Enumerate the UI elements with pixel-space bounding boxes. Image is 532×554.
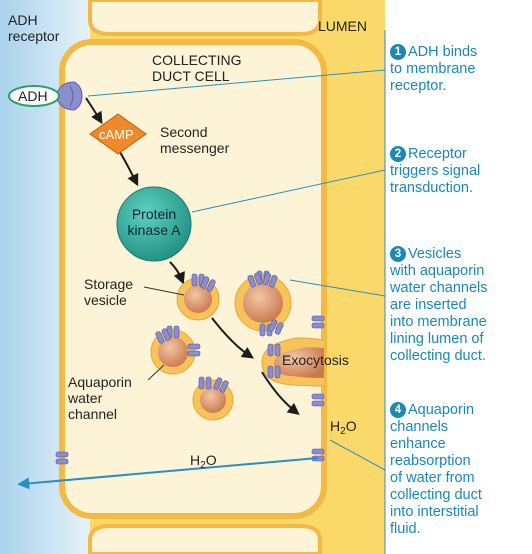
leader-step-3 bbox=[289, 279, 386, 297]
arrow-receptor-to-camp bbox=[85, 97, 103, 125]
vesicle-upper-right bbox=[234, 274, 292, 332]
protein-kinase-a-label: Protein kinase A bbox=[127, 206, 181, 238]
aquaporin-channel bbox=[311, 315, 325, 329]
aquaporin-channel bbox=[155, 328, 171, 344]
step-1-text: ADH binds to membrane receptor. bbox=[390, 44, 478, 94]
aquaporin-channel bbox=[55, 451, 69, 465]
aquaporin-channel bbox=[187, 343, 201, 357]
lower-cell-fragment bbox=[88, 524, 322, 554]
aquaporin-channel bbox=[311, 393, 325, 407]
arrow-vesicle-to-exocytosis bbox=[211, 317, 254, 359]
aquaporin-channel bbox=[200, 276, 216, 292]
h2o-label-lumen: H2O bbox=[330, 418, 357, 437]
lumen-label: LUMEN bbox=[318, 18, 368, 34]
exocytosis-label: Exocytosis bbox=[282, 352, 349, 368]
aquaporin-channel bbox=[268, 319, 284, 335]
step-1-number-badge: 1 bbox=[390, 44, 406, 60]
protein-kinase-a-circle bbox=[116, 186, 192, 262]
leader-step-2 bbox=[191, 169, 386, 213]
h2o-label-cytoplasm: H2O bbox=[190, 452, 217, 471]
collecting-duct-cell-label: COLLECTING DUCT CELL bbox=[152, 52, 242, 84]
aquaporin-channel bbox=[247, 272, 263, 288]
adh-hormone-shape bbox=[8, 85, 60, 107]
step-4-number-badge: 4 bbox=[390, 402, 406, 418]
label-leader-lines bbox=[143, 286, 185, 381]
arrow-pka-to-vesicle bbox=[169, 261, 185, 285]
aquaporin-channels bbox=[55, 270, 325, 465]
storage-vesicle-label: Storage vesicle bbox=[84, 276, 134, 308]
step-leader-lines bbox=[87, 69, 386, 471]
step-3-text: Vesicles with aquaporin water channels a… bbox=[390, 246, 488, 364]
camp-diamond bbox=[89, 113, 147, 155]
aquaporin-water-channel-label: Aquaporin water channel bbox=[68, 374, 132, 422]
water-flow-arrow bbox=[17, 457, 319, 490]
step-3-number-badge: 3 bbox=[390, 246, 406, 262]
vesicle-left bbox=[150, 329, 196, 375]
second-messenger-label: Second messenger bbox=[160, 124, 230, 156]
aquaporin-channel bbox=[198, 376, 212, 390]
camp-label: cAMP bbox=[99, 127, 134, 142]
step-4-text: Aquaporin channels enhance reabsorption … bbox=[390, 402, 482, 537]
arrow-exocytosis-to-membrane bbox=[261, 371, 300, 415]
adh-receptor-icon bbox=[55, 81, 83, 111]
step-2-text: Receptor triggers signal transduction. bbox=[390, 146, 481, 196]
aquaporin-channel bbox=[213, 377, 229, 393]
aquaporin-channel bbox=[262, 272, 278, 288]
aquaporin-channel bbox=[267, 365, 281, 379]
adh-receptor-label: ADH receptor bbox=[8, 12, 60, 44]
aquaporin-channel bbox=[267, 343, 281, 357]
leader-step-4 bbox=[329, 439, 386, 471]
arrow-camp-to-pka bbox=[119, 151, 139, 187]
step-2-number-badge: 2 bbox=[390, 146, 406, 162]
leader-step-1 bbox=[87, 69, 386, 97]
upper-cell-fragment bbox=[88, 0, 322, 36]
adh-label: ADH bbox=[18, 88, 48, 104]
